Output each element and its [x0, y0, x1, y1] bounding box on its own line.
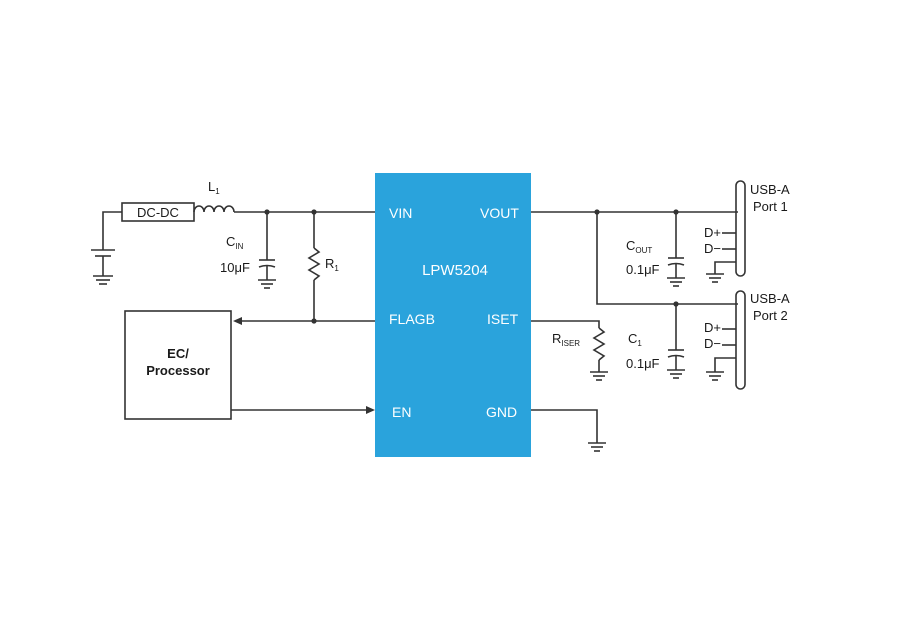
port1-label-line1: USB-A [750, 182, 790, 197]
cout-label: COUT [626, 238, 652, 255]
l1-label: L1 [208, 179, 220, 196]
chip-name: LPW5204 [422, 262, 488, 279]
cout-value: 0.1μF [626, 262, 660, 277]
capacitor-cout [667, 212, 685, 287]
resistor-riser [531, 320, 608, 381]
ec-processor-block [124, 310, 232, 420]
pin-en-label: EN [392, 404, 411, 420]
c1-value: 0.1μF [626, 356, 660, 371]
pin-flagb-label: FLAGB [389, 311, 435, 327]
port1-dplus: D+ [704, 225, 721, 240]
r1-label: R1 [325, 256, 339, 273]
port2-label-line1: USB-A [750, 291, 790, 306]
port1-label-line2: Port 1 [753, 199, 788, 214]
lpw5204-chip [375, 173, 531, 457]
port1-dminus: D− [704, 241, 721, 256]
capacitor-c1 [667, 304, 685, 379]
ec-label-line1: EC/ [167, 346, 189, 361]
pin-gnd-label: GND [486, 404, 517, 420]
pin-vin-label: VIN [389, 205, 412, 221]
c1-label: C1 [628, 331, 642, 348]
dcdc-label: DC-DC [137, 205, 179, 220]
ec-label-line2: Processor [146, 363, 210, 378]
cin-value: 10μF [220, 260, 250, 275]
port2-label-line2: Port 2 [753, 308, 788, 323]
port2-dminus: D− [704, 336, 721, 351]
cin-label: CIN [226, 234, 244, 251]
usb-a-port-2 [706, 290, 746, 390]
capacitor-cin [258, 212, 276, 289]
resistor-r1 [307, 212, 321, 321]
pin-iset-label: ISET [487, 311, 519, 327]
riser-label: RISER [552, 331, 580, 348]
inductor-l1 [193, 205, 235, 213]
usb-a-port-1 [706, 180, 746, 283]
input-battery-symbol [91, 211, 122, 285]
port2-dplus: D+ [704, 320, 721, 335]
pin-vout-label: VOUT [480, 205, 519, 221]
chip-ground [531, 409, 606, 452]
